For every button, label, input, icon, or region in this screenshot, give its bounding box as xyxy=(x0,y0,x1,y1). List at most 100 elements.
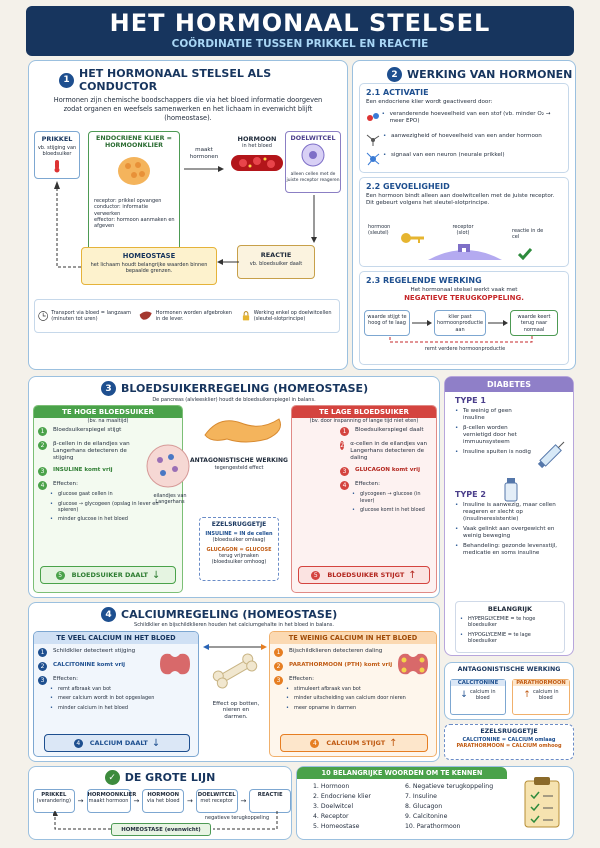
negative-feedback-label: NEGATIEVE TERUGKOPPELING. xyxy=(404,294,524,302)
hoge-sub: (bv. na maaltijd) xyxy=(87,418,129,424)
section-number: 3 xyxy=(101,381,116,396)
doelwitcel-title: DOELWITCEL xyxy=(290,135,336,142)
ezelsruggetje-calcium: EZELSRUGGETJE CALCITONINE = CALCIUM omla… xyxy=(444,724,574,760)
klier-title: ENDOCRIENE KLIER = HORMOONKLIER xyxy=(96,135,172,149)
word-item: 7. Insuline xyxy=(405,793,437,800)
fact-item: Hormonen worden afgebroken in de lever. xyxy=(136,309,237,323)
dashed-return-icon xyxy=(54,181,81,268)
key-icon xyxy=(401,233,424,243)
arrow-down-icon: ↓ xyxy=(151,569,161,581)
activatie-item: veranderende hoeveelheid van een stof (v… xyxy=(382,111,562,125)
doelwitcel-text: alleen cellen met de juiste receptor rea… xyxy=(286,172,340,183)
step-num-icon: 1 xyxy=(274,648,283,657)
step-num-icon: 2 xyxy=(38,662,47,671)
type1-item: Insuline spuiten is nodig xyxy=(455,449,535,456)
arrow-right-icon xyxy=(184,166,224,172)
arrow-left-icon xyxy=(217,259,239,265)
diabetes-panel: DIABETES TYPE 1 Te weinig of geen insuli… xyxy=(444,376,574,656)
hoge-step: Bloedsuikerspiegel stijgt xyxy=(53,427,122,434)
te-veel-title: TE VEEL CALCIUM IN HET BLOED xyxy=(34,632,198,644)
parathormoon-effect: calcium in bloed xyxy=(533,689,559,702)
islet-cells-left-icon xyxy=(146,444,190,488)
step-num-icon: 1 xyxy=(38,648,47,657)
step-num-icon: 4 xyxy=(38,481,47,491)
gevoeligheid-text: Een hormoon bindt alleen aan doelwitcell… xyxy=(366,193,555,206)
gevoeligheid-block: 2.2 GEVOELIGHEID Een hormoon bindt allee… xyxy=(359,177,569,267)
blood-vessel-icon xyxy=(231,155,283,172)
calcitonine-effect: calcium in bloed xyxy=(470,689,496,702)
ez2-line: PARATHORMOON = CALCIUM omhoog xyxy=(456,743,562,750)
check-icon: ✓ xyxy=(104,770,120,785)
te-weinig-step: Effecten: xyxy=(289,676,314,682)
klier-conductor: conductor: informatie verwerken xyxy=(94,204,149,217)
arrow-right-icon: → xyxy=(77,797,84,805)
flow-box-sub: maakt hormoon xyxy=(88,798,129,804)
word-item: 4. Receptor xyxy=(313,813,349,820)
te-weinig-result: CALCIUM STIJGT xyxy=(326,739,386,747)
anta2-title: ANTAGONISTISCHE WERKING xyxy=(457,666,561,673)
type1-item: Te weinig of geen insuline xyxy=(455,408,535,422)
ez-line: GLUCAGON = GLUCOSE xyxy=(206,546,272,553)
flow-box-title: HORMOON xyxy=(147,792,180,798)
step-num-icon: 1 xyxy=(340,427,349,437)
step-num-icon: 1 xyxy=(38,427,47,437)
effect-item: glucose komt in het bloed xyxy=(352,507,432,514)
receptor-icon xyxy=(428,244,502,260)
section-title: CALCIUMREGELING (HOMEOSTASE) xyxy=(121,608,338,621)
feedback-step: waarde keert terug naar normaal xyxy=(510,310,558,336)
arrow-up-icon: ↑ xyxy=(408,569,417,581)
section-title: BLOEDSUIKERREGELING (HOMEOSTASE) xyxy=(121,382,369,395)
homeostase-evenwicht-box: HOMEOSTASE (evenwicht) xyxy=(111,823,211,836)
diabetes-title: DIABETES xyxy=(445,377,573,392)
word-item: 8. Glucagon xyxy=(405,803,443,810)
ez-line: (bloedsuiker omlaag) xyxy=(212,537,266,544)
reactie-title: REACTIE xyxy=(260,251,292,259)
arrow-down-icon xyxy=(311,195,317,243)
hoge-step: INSULINE komt vrij xyxy=(53,467,113,474)
cell-icon xyxy=(301,143,325,167)
hormoon-box: HORMOON in het bloed xyxy=(227,135,287,195)
homeostase-title: HOMEOSTASE xyxy=(122,252,176,260)
calcitonine-card: CALCITONINE ↓calcium in bloed xyxy=(450,679,506,715)
step-num-icon: 2 xyxy=(38,441,47,451)
ezelsruggetje-insuline: EZELSRUGGETJE INSULINE = IN de cellen (b… xyxy=(199,517,279,581)
prikkel-box: PRIKKEL vb. stijging van bloedsuiker xyxy=(34,131,80,179)
hyper-item: HYPERGLYCEMIE = te hoge bloedsuiker xyxy=(460,616,560,629)
parathormoon-card: PARATHORMOON ↑calcium in bloed xyxy=(512,679,570,715)
fact-text: Werking enkel op doelwitcellen (sleutel-… xyxy=(253,309,332,322)
checkmark-icon xyxy=(518,248,532,260)
neuron-icon xyxy=(366,152,380,166)
hormoon-text: in het bloed xyxy=(242,143,272,149)
regelende-title: 2.3 REGELENDE WERKING xyxy=(366,276,482,285)
te-veel-step: CALCITONINE komt vrij xyxy=(53,662,126,668)
hoge-title: TE HOGE BLOEDSUIKER xyxy=(34,406,182,418)
lage-title: TE LAGE BLOEDSUIKER xyxy=(292,406,436,418)
feedback-step: klier past hormoonproductie aan xyxy=(434,310,486,336)
arrow-right-icon: → xyxy=(240,797,247,805)
eilandjes-label: eilandjes van Langerhans xyxy=(153,493,187,506)
arrow-up-icon: ↑ xyxy=(389,737,398,749)
double-arrow-icon xyxy=(203,644,267,650)
effect-item: minder glucose in het bloed xyxy=(50,516,168,523)
arrow-down-icon: ↓ xyxy=(151,737,161,749)
regelende-block: 2.3 REGELENDE WERKING Het hormonaal stel… xyxy=(359,271,569,365)
belangrijk-title: BELANGRIJK xyxy=(487,605,533,613)
fact-item: Werking enkel op doelwitcellen (sleutel-… xyxy=(238,308,339,324)
insulin-vial-icon xyxy=(504,478,518,502)
word-item: 3. Doelwitcel xyxy=(313,803,354,810)
step-num-icon: 3 xyxy=(274,676,283,685)
lock-key-icon xyxy=(242,311,249,321)
effect-item: remt afbraak van bot xyxy=(50,686,170,693)
lage-step: Bloedsuikerspiegel daalt xyxy=(355,427,424,434)
arrow-right-icon: → xyxy=(133,797,140,805)
klier-box: ENDOCRIENE KLIER = HORMOONKLIER receptor… xyxy=(88,131,180,263)
bone-icon xyxy=(212,653,258,689)
clock-icon xyxy=(38,311,48,321)
feedback-step: waarde stijgt te hoog of te laag xyxy=(364,310,410,336)
